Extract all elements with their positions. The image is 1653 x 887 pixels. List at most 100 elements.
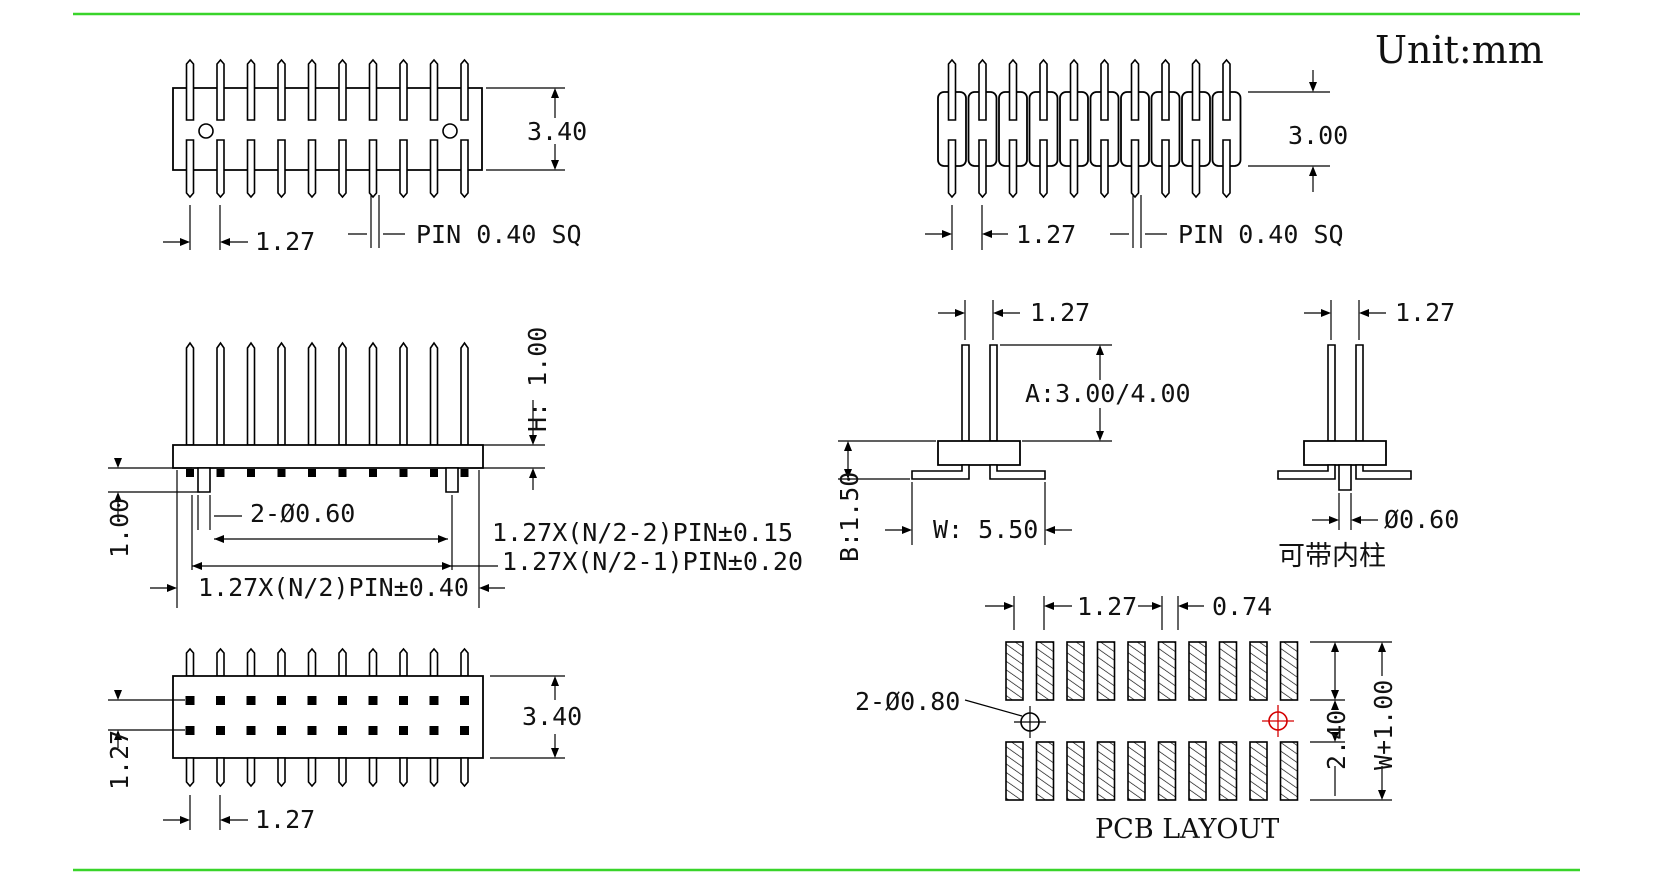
bottom-left-hole-upper [277, 696, 286, 705]
bottom-left-pin-upper [277, 647, 286, 677]
bottom-left-pin-upper [399, 647, 408, 677]
bottom-left-pin-lower [460, 757, 469, 788]
top-right-pitch-label: 1.27 [1016, 220, 1076, 249]
pcb-inner-dim-label: 2.40 [1322, 710, 1351, 770]
bottom-left-hole-upper [368, 696, 378, 705]
bottom-left-hole-lower [429, 726, 439, 735]
top-left-marker-circle [198, 123, 214, 139]
front-view-post [197, 467, 211, 493]
pcb-pad-lower [1035, 741, 1055, 801]
pcb-pad-lower [1157, 741, 1177, 801]
pcb-pad-upper [1035, 641, 1055, 701]
top-left-pitch-label: 1.27 [255, 227, 315, 256]
front-view-pin [338, 341, 347, 446]
top-right-pin-lower [1222, 139, 1231, 199]
post-view-post [1338, 464, 1352, 491]
front-view-pin-tail [338, 469, 347, 477]
front-view-pin-tail [277, 469, 286, 477]
top-left-pin-upper [368, 58, 378, 121]
front-view-pin-tail [186, 469, 194, 477]
bottom-left-row-pitch-label: 1.27 [105, 730, 134, 790]
bottom-left-hole-lower [460, 726, 469, 735]
top-right-pin-lower [1100, 139, 1109, 199]
pcb-pad-upper [1127, 641, 1146, 701]
top-left-pin-upper [185, 58, 195, 121]
pcb-pad-lower [1066, 741, 1085, 801]
bottom-left-pin-lower [246, 757, 256, 788]
front-view-pin-tail [399, 469, 408, 477]
bottom-left-hole-upper [399, 696, 408, 705]
bottom-left-pin-upper [307, 647, 317, 677]
pcb-outer-dim-label: W+1.00 [1369, 680, 1398, 770]
bottom-left-view: 3.40 1.27 1.27 [105, 647, 582, 834]
pcb-pad-upper [1005, 641, 1024, 701]
smt-width-label: W: 5.50 [933, 515, 1038, 544]
front-view-pin [399, 341, 408, 446]
top-right-pin-upper [1039, 58, 1048, 121]
post-view-pitch-label: 1.27 [1395, 298, 1455, 327]
top-right-pin-lower [1069, 139, 1079, 199]
top-right-pin-upper [1008, 58, 1018, 121]
pcb-pad-upper [1279, 641, 1299, 701]
bottom-left-body [172, 675, 484, 759]
top-left-pin-upper [460, 58, 469, 121]
top-left-pin-lower [429, 139, 439, 199]
top-right-pin-note: PIN 0.40 SQ [1178, 220, 1344, 249]
top-right-pin-lower [1008, 139, 1018, 199]
top-left-pin-lower [460, 139, 469, 199]
pcb-layout: 1.27 0.74 2-Ø0.80 2.40 W+1.00 PCB LAYOUT [855, 592, 1398, 845]
front-view-pin-tail [369, 469, 377, 477]
pcb-pad-upper [1188, 641, 1207, 701]
unit-label: Unit:mm [1375, 28, 1544, 72]
bottom-left-hole-upper [246, 696, 256, 705]
bottom-left-hole-lower [307, 726, 317, 735]
top-left-pin-upper [246, 58, 256, 121]
post-view-foot-right [1355, 464, 1412, 480]
pcb-pad-lower [1249, 741, 1268, 801]
top-right-pin-upper [1222, 58, 1231, 121]
bottom-left-hole-upper [460, 696, 469, 705]
bottom-left-height-label: 3.40 [522, 702, 582, 731]
smt-foot-left [911, 464, 970, 480]
front-view-dim-n2-minus1: 1.27X(N/2-1)PIN±0.20 [502, 547, 803, 576]
pcb-pad-upper [1066, 641, 1085, 701]
top-right-pin-lower [1191, 139, 1201, 199]
side-view-post: 1.27 Ø0.60 可带内柱 [1277, 298, 1459, 572]
top-right-pin-upper [1130, 58, 1140, 121]
top-right-pin-lower [947, 139, 957, 199]
post-view-note: 可带内柱 [1278, 541, 1386, 572]
front-view-pin [277, 341, 286, 446]
pcb-pad-lower [1005, 741, 1024, 801]
bottom-left-pin-lower [307, 757, 317, 788]
pcb-pad-upper [1218, 641, 1238, 701]
bottom-left-hole-lower [368, 726, 378, 735]
bottom-left-hole-upper [216, 696, 225, 705]
front-view-dim-n2-minus2: 1.27X(N/2-2)PIN±0.15 [492, 518, 793, 547]
front-view-dim-n2: 1.27X(N/2)PIN±0.40 [198, 573, 469, 602]
pcb-pad-lower [1127, 741, 1146, 801]
top-left-pin-upper [429, 58, 439, 121]
front-view-pin [185, 341, 195, 446]
front-view: H: 1.00 1.00 2-Ø0.60 1.27X(N/2-2)PIN±0.1… [105, 327, 803, 608]
top-right-pin-upper [1069, 58, 1079, 121]
front-view-pin-tail [247, 469, 255, 477]
post-view-foot-left [1277, 464, 1336, 480]
bottom-left-pin-lower [368, 757, 378, 788]
top-right-pins [937, 58, 1242, 199]
bottom-left-pin-upper [246, 647, 256, 677]
bottom-left-pin-lower [399, 757, 408, 788]
front-view-pin [368, 341, 378, 446]
top-left-pin-upper [307, 58, 317, 121]
front-view-post [445, 467, 459, 493]
top-left-height-label: 3.40 [527, 117, 587, 146]
bottom-left-pin-lower [216, 757, 225, 788]
top-right-view: 3.00 1.27 PIN 0.40 SQ [925, 58, 1348, 250]
post-view-pins [1327, 344, 1364, 442]
top-right-pin-upper [1100, 58, 1109, 121]
side-view-smt: 1.27 A:3.00/4.00 B:1.50 W: 5.50 [835, 298, 1191, 562]
top-right-pin-upper [1191, 58, 1201, 121]
top-left-pin-lower [307, 139, 317, 199]
smt-pins [961, 344, 998, 442]
